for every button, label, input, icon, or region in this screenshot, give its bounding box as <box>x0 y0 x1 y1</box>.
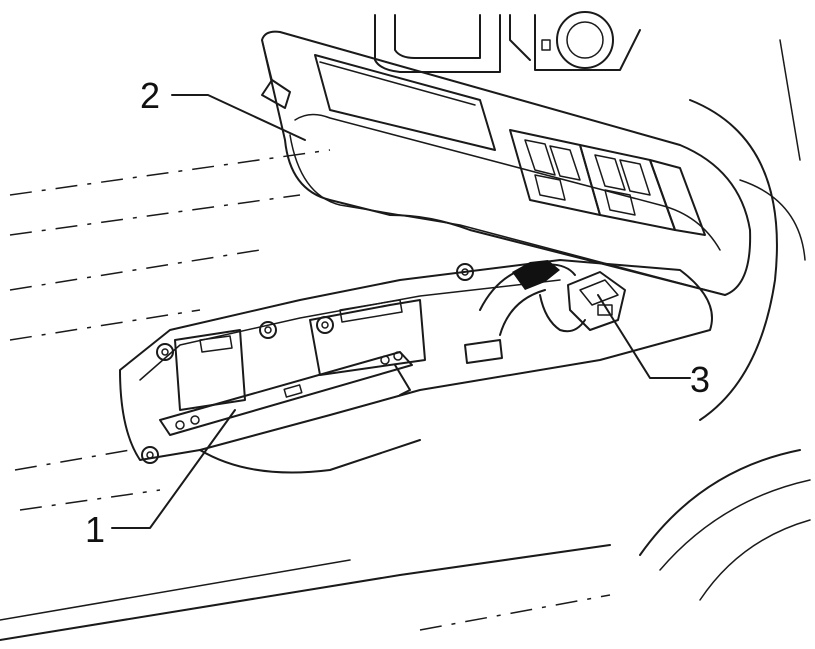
callout-leaders <box>111 94 691 529</box>
switch-panel <box>261 30 752 296</box>
callout-3-label: 3 <box>690 359 710 400</box>
door-handle <box>374 14 531 73</box>
switch-modules <box>174 299 503 411</box>
door-trim-lines <box>0 39 811 641</box>
armrest-recess <box>119 259 713 474</box>
callout-1-label: 1 <box>85 509 105 550</box>
wiring-harness <box>479 260 586 336</box>
switch-bracket <box>159 351 413 436</box>
speaker-grille <box>534 11 641 71</box>
callout-2-label: 2 <box>140 75 160 116</box>
mounting-screws <box>141 263 474 464</box>
connector <box>567 271 626 331</box>
window-switches <box>509 129 706 236</box>
